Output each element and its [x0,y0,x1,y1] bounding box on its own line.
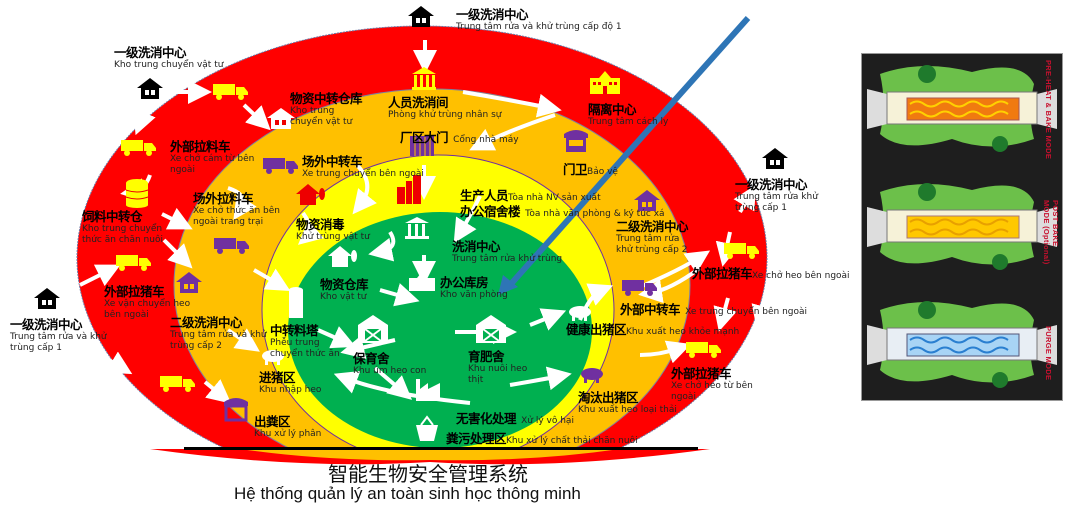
oven-mode-illustrations [867,65,1057,388]
mode-label-purge: PURGE MODE [1044,326,1053,381]
office-storage-icon [409,272,435,291]
washing-center-icon [405,217,429,239]
truck-icon [686,342,721,358]
purple-truck-icon [263,158,298,174]
truck-icon [121,140,156,156]
label-harmless-treatment: 无害化处理 Xử lý vô hại [456,411,574,426]
pointer-arrow-line [507,16,751,287]
label-external-transfer-truck: 外部中转车 Xe trung chuyển bên ngoài [620,302,808,317]
truck-icon [116,255,151,271]
diagram-title-vi: Hệ thống quản lý an toàn sinh học thông … [234,484,581,503]
label-guard: 门卫Bảo vệ [563,162,618,177]
office-building-icon [397,175,421,204]
label-office-dormitory: 办公宿舍楼 Tòa nhà văn phòng & ký túc xá [460,204,665,219]
zone-rings [76,16,775,491]
barn-icon [476,315,506,343]
mode-label-pre-heat-bake: PRE-HEAT & BAKE MODE [1044,60,1053,160]
pointer-arrowhead-icon [498,275,518,295]
house-icon-top [408,6,434,27]
mode-label-post-bake: POST BAKE MODE (Optional) [1042,200,1060,265]
purple-truck-icon [622,280,657,296]
truck-icon [724,243,759,259]
house-icon-right [762,148,788,169]
pre-heat-bake-illustration [867,65,1057,152]
hospital-icon [590,71,620,94]
shop-icon [224,398,248,422]
core-zone-ring [288,212,592,448]
purple-house-icon [634,190,660,211]
purge-illustration [867,301,1057,388]
label-healthy-pig-out: 健康出猪区Khu xuất heo khỏe mạnh [566,322,740,337]
material-warehouse-icon [328,246,357,267]
house-icon-left-top [137,78,163,99]
label-factory-gate: 厂区大门 Cổng nhà máy [400,130,519,145]
warehouse-icon [267,108,295,129]
disinfect-house-icon [296,184,325,205]
truck-icon [160,376,195,392]
purple-pig-icon [581,368,603,383]
feed-storage-icon [125,179,149,208]
label-production-staff: 生产人员Tòa nhà NV sản xuất [460,188,601,203]
basket-icon [416,415,438,441]
label-external-pig-truck-right: 外部拉猪车Xe chở heo bên ngoài [692,266,850,281]
baseline-divider [184,447,698,450]
label-manure-treatment-zone: 粪污处理区Khu xử lý chất thải chăn nuôi [446,431,638,446]
house-icon-left [34,288,60,309]
factory-gate-icon [410,136,434,156]
bank-building-icon [412,67,436,90]
pig-icon [569,306,591,321]
feed-tower-icon [289,287,303,318]
purple-truck-icon [214,238,249,254]
barn-icon [358,315,388,343]
factory-icon [416,379,440,401]
truck-icon [213,84,248,100]
guard-booth-icon [564,130,588,152]
diagram-title-zh: 智能生物安全管理系统 [328,462,528,486]
oven-mode-panel: PRE-HEAT & BAKE MODE POST BAKE MODE (Opt… [861,53,1063,401]
pig-icon [262,350,284,365]
purple-house-icon [176,272,202,293]
post-bake-illustration [867,183,1057,270]
